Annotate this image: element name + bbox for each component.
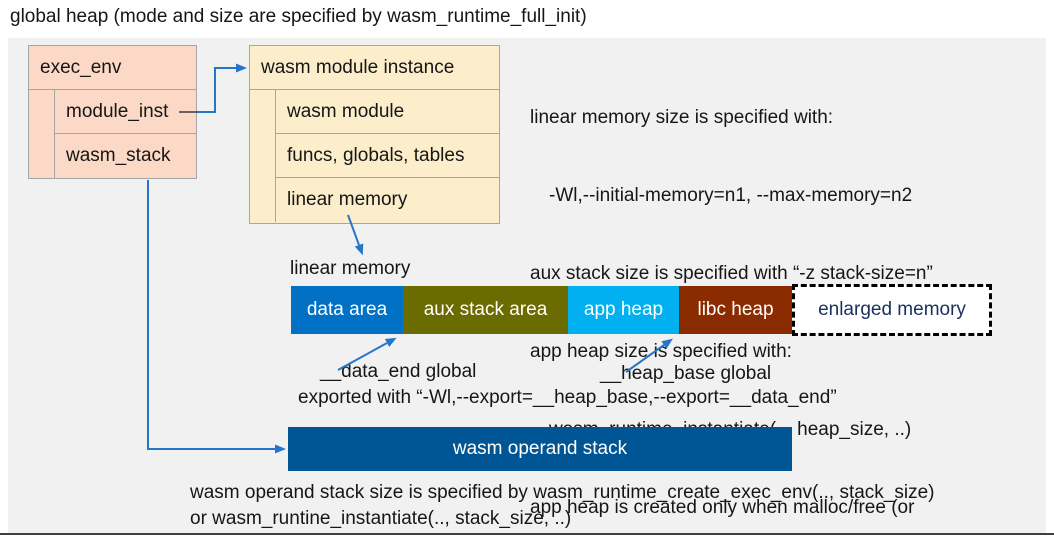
row-wasm-module: wasm module: [276, 90, 499, 134]
note-line: app heap is created only when malloc/fre…: [530, 497, 915, 518]
note-line: app heap size is specified with:: [530, 341, 792, 362]
wasm-operand-stack-bar: wasm operand stack: [288, 427, 792, 471]
slide-bottom-edge: [0, 533, 1054, 535]
exec-env-box: exec_env module_inst wasm_stack: [28, 45, 197, 179]
exec-env-rows: module_inst wasm_stack: [54, 90, 196, 178]
linear-memory-label: linear memory: [290, 258, 411, 279]
wasm-module-instance-rows: wasm module funcs, globals, tables linea…: [275, 90, 499, 222]
memory-segment-aux-stack-area: aux stack area: [403, 286, 568, 334]
wasm-module-instance-header: wasm module instance: [250, 46, 499, 90]
note-line: -Wl,--initial-memory=n1, --max-memory=n2: [549, 185, 913, 206]
exec-env-row-wasm-stack: wasm_stack: [55, 134, 196, 178]
exported-with-label: exported with “-Wl,--export=__heap_base,…: [298, 387, 837, 408]
memory-segment-enlarged-memory: enlarged memory: [792, 284, 992, 336]
note-line: wasm operand stack size is specified by …: [190, 482, 935, 503]
memory-segment-app-heap: app heap: [568, 286, 679, 334]
memory-segment-data-area: data area: [291, 286, 403, 334]
heap-base-global-label: __heap_base global: [600, 363, 772, 384]
note-line: linear memory size is specified with:: [530, 107, 834, 128]
memory-segment-libc-heap: libc heap: [679, 286, 792, 334]
row-funcs-globals-tables: funcs, globals, tables: [276, 134, 499, 178]
exec-env-header: exec_env: [29, 46, 196, 90]
row-linear-memory: linear memory: [276, 178, 499, 222]
diagram-title: global heap (mode and size are specified…: [10, 6, 587, 27]
exec-env-row-module-inst: module_inst: [55, 90, 196, 134]
note-line: aux stack size is specified with “-z sta…: [530, 263, 933, 284]
wasm-module-instance-box: wasm module instance wasm module funcs, …: [249, 45, 500, 224]
operand-stack-notes: wasm operand stack size is specified by …: [190, 480, 935, 532]
note-line: or wasm_runtine_instantiate(.., stack_si…: [190, 508, 572, 529]
data-end-global-label: __data_end global: [320, 361, 477, 382]
